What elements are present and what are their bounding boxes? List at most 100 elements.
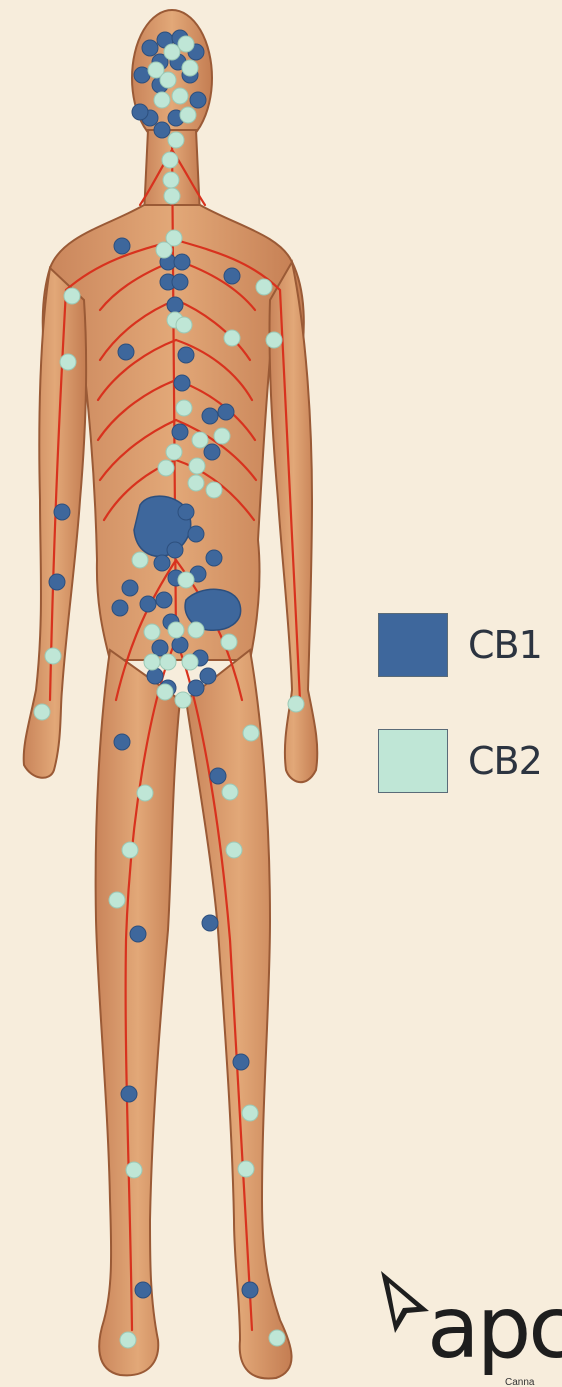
cb1-receptor-dot	[142, 40, 158, 56]
cb1-receptor-dot	[112, 600, 128, 616]
cb1-receptor-dot	[174, 254, 190, 270]
legend-item-cb2: CB2	[378, 728, 562, 794]
cb1-receptor-dot	[167, 542, 183, 558]
brand-logo: apc Canna	[375, 1265, 562, 1387]
cb1-receptor-dot	[130, 926, 146, 942]
cb1-receptor-dot	[204, 444, 220, 460]
cb1-receptor-dot	[122, 580, 138, 596]
cb2-receptor-dot	[154, 92, 170, 108]
cb2-receptor-dot	[168, 622, 184, 638]
cb2-receptor-dot	[166, 444, 182, 460]
cb2-receptor-dot	[60, 354, 76, 370]
cb2-receptor-dot	[164, 188, 180, 204]
cb2-receptor-dot	[182, 60, 198, 76]
brand-subtext: Canna	[505, 1377, 534, 1387]
cb1-receptor-dot	[154, 555, 170, 571]
cb2-receptor-dot	[178, 36, 194, 52]
cb2-receptor-dot	[109, 892, 125, 908]
cb2-receptor-dot	[64, 288, 80, 304]
cb2-receptor-dot	[206, 482, 222, 498]
cb1-receptor-dot	[188, 680, 204, 696]
cb2-receptor-dot	[192, 432, 208, 448]
cb2-receptor-dot	[176, 317, 192, 333]
legend-label-cb2: CB2	[468, 739, 542, 783]
cb2-receptor-dot	[178, 572, 194, 588]
cb2-receptor-dot	[34, 704, 50, 720]
cb1-receptor-dot	[178, 347, 194, 363]
cb2-receptor-dot	[156, 242, 172, 258]
cb1-receptor-dot	[233, 1054, 249, 1070]
cb2-receptor-dot	[188, 622, 204, 638]
cb1-receptor-dot	[114, 734, 130, 750]
cb2-receptor-dot	[188, 475, 204, 491]
cb2-receptor-dot	[242, 1105, 258, 1121]
brand-text: apc	[427, 1285, 562, 1371]
legend-label-cb1: CB1	[468, 623, 542, 667]
cb1-receptor-dot	[118, 344, 134, 360]
cb2-receptor-dot	[158, 460, 174, 476]
cb2-receptor-dot	[163, 172, 179, 188]
cb1-receptor-dot	[135, 1282, 151, 1298]
cb2-receptor-dot	[175, 692, 191, 708]
cb2-receptor-dot	[157, 684, 173, 700]
cb2-receptor-dot	[226, 842, 242, 858]
cb1-receptor-dot	[210, 768, 226, 784]
cb1-receptor-dot	[172, 637, 188, 653]
cb1-receptor-dot	[132, 104, 148, 120]
cb2-receptor-dot	[168, 132, 184, 148]
cb1-receptor-dot	[154, 122, 170, 138]
cb1-receptor-dot	[54, 504, 70, 520]
cb2-receptor-dot	[221, 634, 237, 650]
cb1-receptor-dot	[152, 640, 168, 656]
cb2-receptor-dot	[164, 44, 180, 60]
cb2-receptor-dot	[180, 107, 196, 123]
cb2-receptor-dot	[182, 654, 198, 670]
cb1-receptor-dot	[242, 1282, 258, 1298]
arrow-cursor-icon	[375, 1267, 435, 1337]
cb2-receptor-dot	[238, 1161, 254, 1177]
cb2-receptor-dot	[144, 654, 160, 670]
cb1-receptor-dot	[202, 408, 218, 424]
cb1-receptor-dot	[114, 238, 130, 254]
cb1-receptor-dot	[49, 574, 65, 590]
legend: CB1 CB2	[378, 612, 562, 844]
cb1-swatch	[378, 613, 448, 677]
cb1-receptor-dot	[218, 404, 234, 420]
cb2-receptor-dot	[126, 1162, 142, 1178]
cb2-receptor-dot	[222, 784, 238, 800]
cb1-receptor-dot	[188, 526, 204, 542]
cb2-receptor-dot	[45, 648, 61, 664]
cb2-receptor-dot	[243, 725, 259, 741]
cb2-receptor-dot	[288, 696, 304, 712]
cb2-receptor-dot	[224, 330, 240, 346]
cb1-receptor-dot	[200, 668, 216, 684]
cb2-receptor-dot	[214, 428, 230, 444]
cb1-receptor-dot	[206, 550, 222, 566]
cb2-swatch	[378, 729, 448, 793]
cb1-receptor-dot	[178, 504, 194, 520]
cb1-receptor-dot	[140, 596, 156, 612]
cb2-receptor-dot	[172, 88, 188, 104]
cb2-receptor-dot	[120, 1332, 136, 1348]
cb2-receptor-dot	[189, 458, 205, 474]
cb2-receptor-dot	[144, 624, 160, 640]
cb1-receptor-dot	[121, 1086, 137, 1102]
cb1-receptor-dot	[147, 668, 163, 684]
cb1-receptor-dot	[174, 375, 190, 391]
cb2-receptor-dot	[176, 400, 192, 416]
cb2-receptor-dot	[137, 785, 153, 801]
cb2-receptor-dot	[160, 654, 176, 670]
cb2-receptor-dot	[256, 279, 272, 295]
cb2-receptor-dot	[269, 1330, 285, 1346]
cb2-receptor-dot	[160, 72, 176, 88]
cb1-receptor-dot	[172, 424, 188, 440]
legend-item-cb1: CB1	[378, 612, 562, 678]
cb1-receptor-dot	[172, 274, 188, 290]
cb2-receptor-dot	[266, 332, 282, 348]
cb1-receptor-dot	[167, 297, 183, 313]
cb2-receptor-dot	[122, 842, 138, 858]
cb2-receptor-dot	[162, 152, 178, 168]
cb1-receptor-dot	[156, 592, 172, 608]
cb2-receptor-dot	[132, 552, 148, 568]
cb1-receptor-dot	[202, 915, 218, 931]
